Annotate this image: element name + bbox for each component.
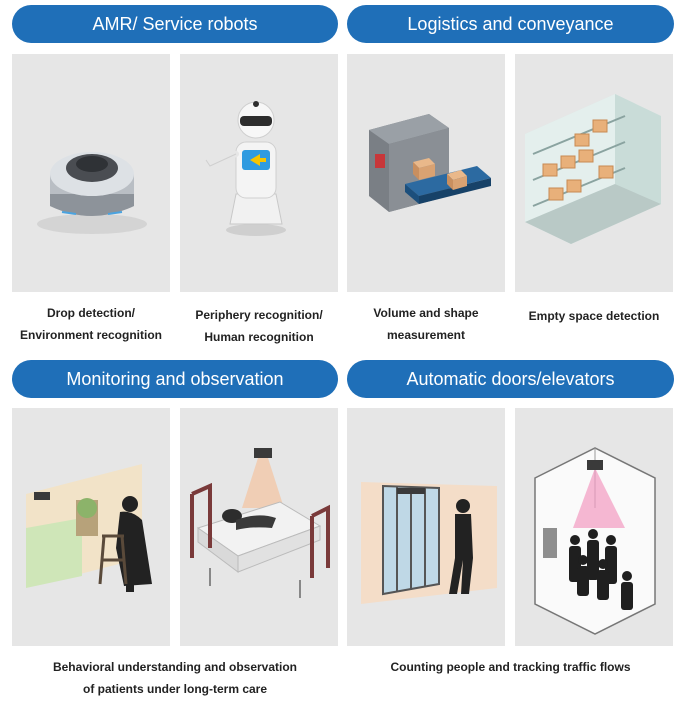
elevator-people-panel [515, 408, 673, 646]
automatic-door-panel [347, 408, 505, 646]
conveyor-scanner-panel [347, 54, 505, 292]
caption-line: Behavioral understanding and observation [52, 660, 298, 674]
elevator-people-icon [534, 447, 656, 635]
automatic-door-icon [361, 482, 497, 604]
hospital-bed-icon [190, 448, 330, 598]
warehouse-shelf-icon [525, 94, 661, 244]
caption-line: Environment recognition [19, 328, 162, 342]
caption-line: Counting people and tracking traffic flo… [390, 660, 631, 674]
robot-vacuum-icon [37, 152, 147, 234]
caption-volume-measurement: Volume and shape measurement [347, 302, 505, 346]
caption-line: measurement [386, 328, 466, 342]
conveyor-scanner-icon [369, 114, 491, 212]
caption-empty-space: Empty space detection [515, 305, 673, 327]
caption-line: Human recognition [204, 330, 314, 344]
hospital-bed-panel [180, 408, 338, 646]
caption-line: Periphery recognition/ [195, 308, 323, 322]
caption-line: Empty space detection [528, 309, 660, 323]
section-header-amr: AMR/ Service robots [12, 5, 338, 43]
elderly-walker-panel [12, 408, 170, 646]
elderly-walker-icon [26, 464, 152, 592]
section-header-doors: Automatic doors/elevators [347, 360, 674, 398]
section-header-logistics: Logistics and conveyance [347, 5, 674, 43]
robot-vacuum-panel [12, 54, 170, 292]
humanoid-robot-panel [180, 54, 338, 292]
warehouse-shelf-panel [515, 54, 673, 292]
caption-periphery-recognition: Periphery recognition/ Human recognition [180, 304, 338, 348]
caption-line: of patients under long-term care [82, 682, 268, 696]
humanoid-robot-icon [203, 101, 286, 236]
caption-counting-people: Counting people and tracking traffic flo… [347, 656, 674, 678]
section-header-monitoring: Monitoring and observation [12, 360, 338, 398]
caption-behavioral-understanding: Behavioral understanding and observation… [12, 656, 338, 700]
caption-line: Volume and shape [373, 306, 479, 320]
caption-line: Drop detection/ [46, 306, 135, 320]
caption-drop-detection: Drop detection/ Environment recognition [12, 302, 170, 346]
